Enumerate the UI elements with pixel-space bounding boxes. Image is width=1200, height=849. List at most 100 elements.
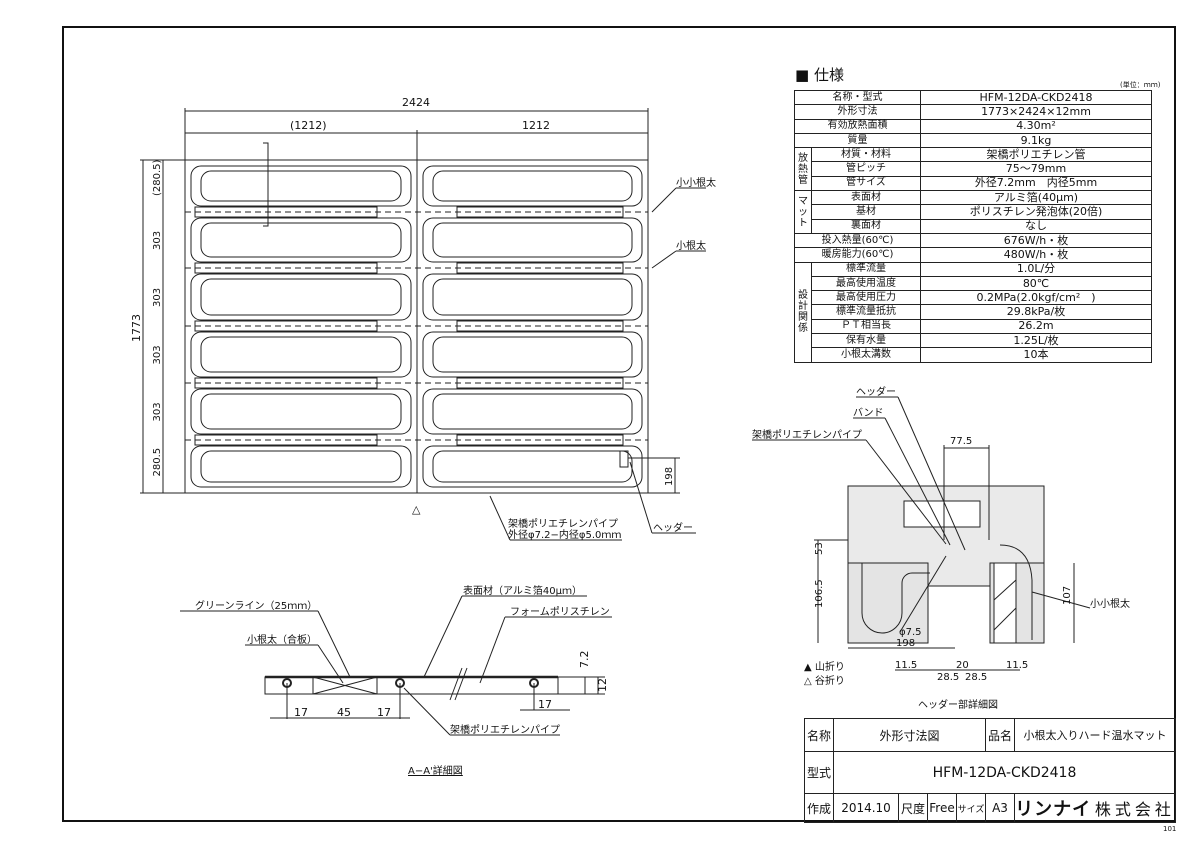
hd-dim-53: 53 (814, 542, 825, 555)
label-pipe-2: 外径φ7.2−内径φ5.0ｍｍ (508, 528, 621, 541)
tb-scale-value: Free (927, 793, 957, 823)
header-mark (619, 450, 629, 468)
spec-group-label: マット (794, 190, 812, 234)
pipe-loop (190, 165, 412, 207)
spec-value: アルミ箔(40μm) (920, 190, 1152, 206)
label-joist-plywood: 小根太（合板） (247, 633, 317, 646)
hd-label-band: バンド (853, 407, 884, 419)
joist-groove (456, 262, 624, 274)
joist-groove (194, 320, 378, 332)
pipe-loop (422, 165, 643, 207)
spec-label: ＰＴ相当長 (811, 318, 921, 335)
row-dimension: 303 (152, 402, 163, 421)
label-pipe-1: 架橋ポリエチレンパイプ (508, 517, 618, 530)
label-header: ヘッダー (653, 521, 693, 534)
sheet-number: 101 (1163, 825, 1177, 833)
pipe-loop (200, 450, 402, 483)
section-dim-depth: 7.2 (578, 651, 591, 669)
pipe-loop (422, 331, 643, 378)
spec-label: 基材 (811, 204, 921, 220)
company-name: 株式会社 (1094, 800, 1175, 819)
joist-groove (194, 377, 378, 389)
pipe-loop (190, 331, 412, 378)
joist-groove (194, 206, 378, 218)
dim-right-half: 1212 (522, 119, 550, 132)
spec-label: 管ピッチ (811, 161, 921, 177)
label-section-pipe: 架橋ポリエチレンパイプ (450, 723, 560, 736)
joist-groove (194, 434, 378, 446)
label-small-small-joist: 小小根太 (676, 176, 716, 189)
pipe-loop (432, 170, 633, 202)
row-dimension: (280.5) (152, 159, 163, 196)
pipe-loop (190, 217, 412, 263)
pipe-loop (200, 278, 402, 316)
pipe-loop (422, 388, 643, 435)
label-foam: フォームポリスチレン (510, 606, 610, 618)
spec-label: 最高使用圧力 (811, 290, 921, 306)
section-dim-3: 17 (377, 706, 391, 719)
spec-row: 投入熱量(60℃)676W/h・枚 (794, 232, 1152, 249)
spec-value: なし (920, 218, 1152, 234)
spec-label: 暖房能力(60℃) (794, 247, 921, 263)
drawing-frame (62, 26, 1176, 822)
spec-row: 放熱管材質・材料架橋ポリエチレン管 (794, 147, 1152, 192)
header-detail-caption: ヘッダー部詳細図 (918, 698, 998, 711)
tb-model-label: 型式 (804, 751, 834, 794)
spec-group-label: 放熱管 (794, 147, 812, 192)
title-block: 名称 外形寸法図 品名 小根太入りハード温水マット 型式 HFM-12DA-CK… (804, 718, 1176, 823)
tb-size-value: A3 (985, 793, 1015, 823)
tb-product-value: 小根太入りハード温水マット (1014, 718, 1176, 752)
pipe-loop (190, 445, 412, 488)
spec-value: 29.8kPa/枚 (920, 304, 1152, 320)
section-dim-thickness: 12 (596, 678, 609, 692)
spec-value: 480W/h・枚 (920, 247, 1152, 263)
tb-created-label: 作成 (804, 793, 834, 823)
tb-scale-label: 尺度 (898, 793, 928, 823)
pipe-loop (200, 336, 402, 373)
pipe-loop (432, 450, 633, 483)
row-dimension: 303 (152, 345, 163, 364)
pipe-loop (190, 388, 412, 435)
tb-size-label: サイズ (956, 793, 986, 823)
label-small-joist: 小根太 (676, 239, 706, 252)
dim-header-offset: 198 (664, 467, 675, 486)
joist-groove (456, 206, 624, 218)
spec-value: 26.2m (920, 318, 1152, 335)
label-green-line: グリーンライン（25ｍｍ） (195, 599, 317, 612)
pipe-loop (432, 393, 633, 430)
spec-label: 名称・型式 (794, 89, 921, 106)
spec-label: 管サイズ (811, 175, 921, 192)
brand-logo: リンナイ (1015, 799, 1092, 820)
spec-value: 10本 (920, 347, 1152, 363)
hd-dim-phi: φ7.5 (899, 627, 922, 638)
spec-label: 裏面材 (811, 218, 921, 234)
spec-label: 外形寸法 (794, 104, 921, 120)
row-dimension: 303 (152, 288, 163, 307)
pipe-loop (200, 170, 402, 202)
joist-groove (456, 434, 624, 446)
pipe-loop (432, 336, 633, 373)
tb-name-label: 名称 (804, 718, 834, 752)
spec-label: 有効放熱面積 (794, 118, 921, 134)
spec-label: 表面材 (811, 190, 921, 206)
spec-label: 小根太溝数 (811, 347, 921, 363)
section-view (180, 595, 612, 736)
hd-dim-28-5-left: 28.5 (937, 672, 959, 683)
dim-total-height: 1773 (130, 314, 143, 342)
joist-groove (456, 320, 624, 332)
spec-value: ポリスチレン発泡体(20倍) (920, 204, 1152, 220)
section-dim-4: 17 (538, 698, 552, 711)
hd-dim-11-5-right: 11.5 (1006, 660, 1028, 671)
